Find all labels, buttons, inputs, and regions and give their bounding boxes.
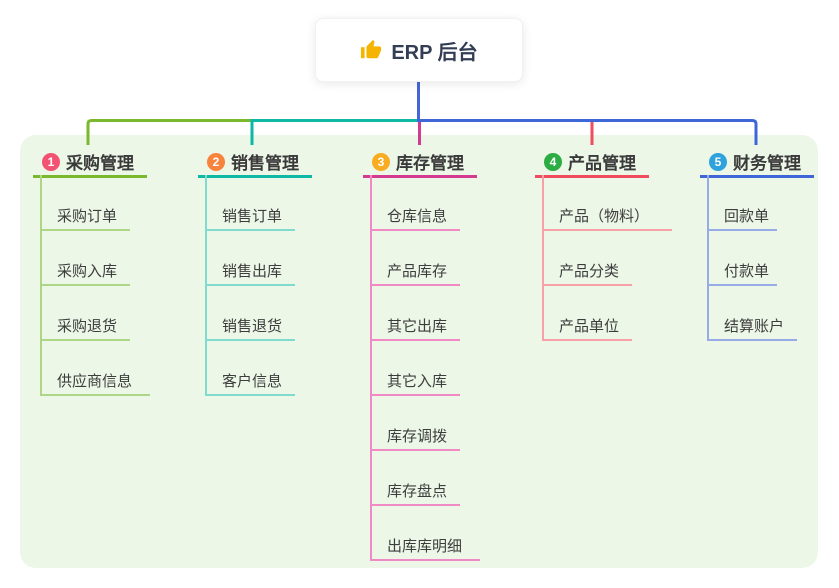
branch-number-badge: 2 xyxy=(207,152,225,171)
branch-item: 其它入库 xyxy=(370,370,460,396)
branch-item: 采购订单 xyxy=(40,205,130,231)
branch-item: 销售订单 xyxy=(205,205,295,231)
branch-item: 产品分类 xyxy=(542,260,632,286)
branch-subtree-line xyxy=(370,175,372,561)
branch-item: 产品库存 xyxy=(370,260,460,286)
branch-item: 销售退货 xyxy=(205,315,295,341)
branch-title: 库存管理 xyxy=(396,154,464,173)
branches-panel xyxy=(20,135,818,568)
branch-item: 库存调拨 xyxy=(370,425,460,451)
branch-heading: 4 产品管理 xyxy=(535,148,649,178)
branch-number-badge: 1 xyxy=(42,152,60,171)
branch-item: 结算账户 xyxy=(707,315,797,341)
branch-number-badge: 3 xyxy=(372,152,390,171)
root-node: ERP 后台 xyxy=(315,18,523,82)
branch-item: 付款单 xyxy=(707,260,777,286)
branch-item: 仓库信息 xyxy=(370,205,460,231)
branch-item: 销售出库 xyxy=(205,260,295,286)
branch-title: 产品管理 xyxy=(568,154,636,173)
branch-item: 出库库明细 xyxy=(370,535,480,561)
branch-number-badge: 4 xyxy=(544,152,562,171)
branch-title: 采购管理 xyxy=(66,154,134,173)
root-title: ERP 后台 xyxy=(391,41,478,64)
branch-title: 销售管理 xyxy=(231,154,299,173)
branch-heading: 3 库存管理 xyxy=(363,148,477,178)
branch-item: 客户信息 xyxy=(205,370,295,396)
branch-item: 供应商信息 xyxy=(40,370,150,396)
branch-number-badge: 5 xyxy=(709,152,727,171)
branch-subtree-line xyxy=(707,175,709,341)
branch-item: 库存盘点 xyxy=(370,480,460,506)
branch-item: 采购退货 xyxy=(40,315,130,341)
branch-item: 回款单 xyxy=(707,205,777,231)
branch-heading: 5 财务管理 xyxy=(700,148,814,178)
thumbs-up-icon xyxy=(361,39,382,59)
branch-item: 其它出库 xyxy=(370,315,460,341)
branch-title: 财务管理 xyxy=(733,154,801,173)
branch-heading: 1 采购管理 xyxy=(33,148,147,178)
branch-item: 采购入库 xyxy=(40,260,130,286)
branch-item: 产品单位 xyxy=(542,315,632,341)
branch-item: 产品（物料） xyxy=(542,205,672,231)
branch-heading: 2 销售管理 xyxy=(198,148,312,178)
branch-subtree-line xyxy=(542,175,544,341)
